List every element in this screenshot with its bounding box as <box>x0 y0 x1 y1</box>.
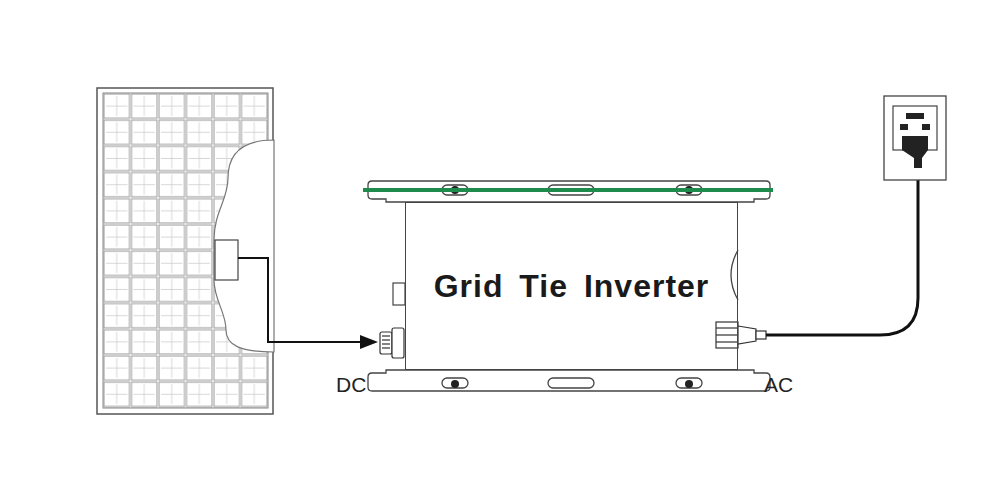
port-label: AC <box>764 373 793 397</box>
green-rail <box>363 188 773 192</box>
ac-connector <box>716 322 766 348</box>
side-tab <box>393 283 405 305</box>
wall-socket <box>884 96 946 180</box>
solar-panel <box>97 88 274 414</box>
device-name: Grid Tie Inverter <box>434 268 710 305</box>
arrowhead <box>360 335 378 349</box>
mounting-flange <box>368 181 770 391</box>
dc-wire <box>238 258 362 342</box>
dc-connector <box>380 328 404 358</box>
ac-wire <box>766 168 918 335</box>
inverter-box: Grid Tie Inverter <box>405 202 738 370</box>
side-curve <box>731 250 738 300</box>
port-label: DC <box>336 373 366 397</box>
